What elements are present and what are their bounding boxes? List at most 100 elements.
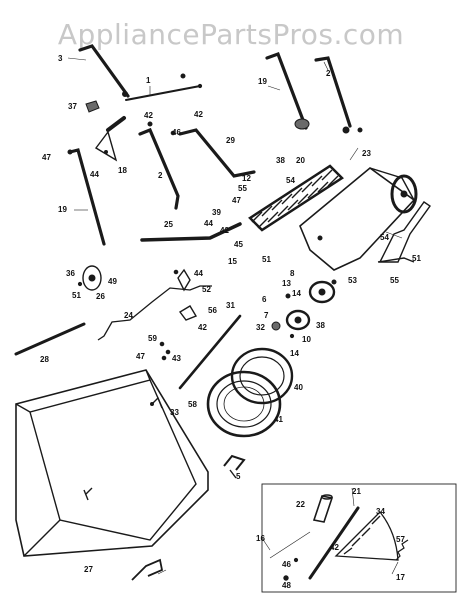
label-29: 29 — [226, 136, 235, 145]
wheel-41 — [206, 370, 282, 438]
label-51: 51 — [412, 254, 421, 263]
label-32: 32 — [256, 323, 265, 332]
label-21: 21 — [352, 487, 361, 496]
label-1: 1 — [146, 76, 151, 85]
rod-28 — [14, 322, 86, 356]
label-46: 46 — [172, 128, 181, 137]
label-12: 12 — [242, 174, 251, 183]
label-47: 47 — [42, 153, 51, 162]
label-38: 38 — [276, 156, 285, 165]
label-33: 33 — [170, 408, 179, 417]
label-38: 38 — [316, 321, 325, 330]
label-42: 42 — [144, 111, 153, 120]
label-26: 26 — [96, 292, 105, 301]
label-48: 48 — [282, 581, 291, 590]
label-53: 53 — [348, 276, 357, 285]
gear-pulley — [271, 279, 337, 339]
wheel-26 — [77, 265, 102, 291]
label-44: 44 — [204, 219, 213, 228]
hopper-bag-27 — [15, 369, 209, 557]
label-54: 54 — [380, 233, 389, 242]
label-18: 18 — [118, 166, 127, 175]
spring-17 — [395, 539, 409, 561]
sleeve-22 — [312, 494, 334, 523]
label-43: 43 — [172, 354, 181, 363]
control-rod-24 — [97, 268, 212, 341]
label-49: 49 — [108, 277, 117, 286]
label-28: 28 — [40, 355, 49, 364]
watermark: AppliancePartsPros.com — [58, 18, 404, 51]
label-55: 55 — [238, 184, 247, 193]
label-19: 19 — [258, 77, 267, 86]
label-25: 25 — [164, 220, 173, 229]
nut-37 — [85, 100, 100, 113]
clip-33 — [150, 396, 163, 409]
label-40: 40 — [294, 383, 303, 392]
label-51: 51 — [72, 291, 81, 300]
label-57: 57 — [396, 535, 405, 544]
bracket-5 — [223, 454, 246, 479]
upper-handle-right — [265, 51, 363, 134]
axle-rod-25 — [140, 222, 242, 242]
leader-lines — [67, 57, 403, 575]
label-8: 8 — [290, 269, 295, 278]
label-23: 23 — [362, 149, 371, 158]
label-36: 36 — [66, 269, 75, 278]
lever-21 — [308, 506, 360, 580]
label-58: 58 — [188, 400, 197, 409]
label-56: 56 — [208, 306, 217, 315]
brush-20 — [248, 164, 344, 232]
label-27: 27 — [84, 565, 93, 574]
label-41: 41 — [274, 415, 283, 424]
label-10: 10 — [302, 335, 311, 344]
hook-4 — [131, 558, 164, 581]
tire-40 — [230, 347, 294, 405]
label-44: 44 — [194, 269, 203, 278]
part-labels: 3 1 19 2 37 42 42 46 29 47 44 18 2 20 23… — [40, 54, 421, 590]
label-7: 7 — [264, 311, 269, 320]
label-55: 55 — [390, 276, 399, 285]
label-31: 31 — [226, 301, 235, 310]
label-2: 2 — [158, 171, 163, 180]
label-2: 2 — [326, 69, 331, 78]
hopper-housing-23 — [299, 166, 418, 271]
lower-handle-mid — [138, 121, 256, 210]
label-17: 17 — [396, 573, 405, 582]
label-42: 42 — [220, 226, 229, 235]
handle-crossbar — [125, 73, 203, 101]
label-22: 22 — [296, 500, 305, 509]
label-59: 59 — [148, 334, 157, 343]
hardware-59-43 — [159, 341, 171, 361]
label-34: 34 — [376, 507, 385, 516]
rod-31 — [178, 314, 242, 390]
label-54: 54 — [286, 176, 295, 185]
lower-handle-left — [67, 148, 106, 246]
label-16: 16 — [256, 534, 265, 543]
bracket-18 — [94, 116, 126, 162]
label-24: 24 — [124, 311, 133, 320]
label-42: 42 — [198, 323, 207, 332]
label-52: 52 — [202, 285, 211, 294]
label-42: 42 — [330, 543, 339, 552]
label-46: 46 — [282, 560, 291, 569]
label-39: 39 — [212, 208, 221, 217]
sector-plate-34 — [334, 511, 399, 561]
label-47: 47 — [136, 352, 145, 361]
label-45: 45 — [234, 240, 243, 249]
label-51: 51 — [262, 255, 271, 264]
label-19: 19 — [58, 205, 67, 214]
inset-detail-16 — [261, 483, 457, 593]
label-44: 44 — [90, 170, 99, 179]
label-5: 5 — [236, 472, 241, 481]
label-47: 47 — [232, 196, 241, 205]
label-13: 13 — [282, 279, 291, 288]
label-14: 14 — [292, 289, 301, 298]
label-6: 6 — [262, 295, 267, 304]
upper-handle-left — [78, 44, 130, 98]
bracket-54 — [377, 201, 431, 263]
label-20: 20 — [296, 156, 305, 165]
label-3: 3 — [58, 54, 63, 63]
label-42: 42 — [194, 110, 203, 119]
label-14: 14 — [290, 349, 299, 358]
